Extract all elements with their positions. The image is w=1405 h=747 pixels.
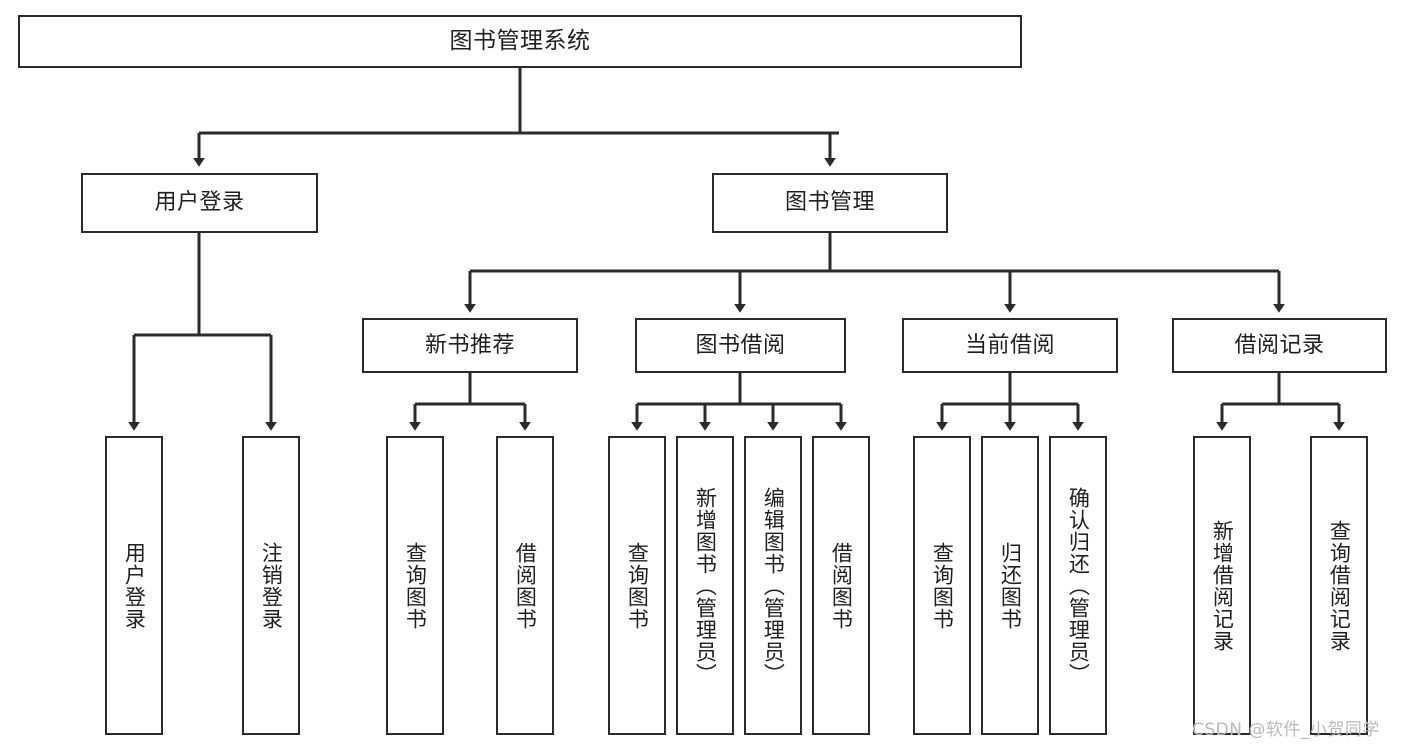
node-book-borrow[interactable]: 图书借阅 <box>635 318 846 373</box>
node-leaf-borrow-book-b[interactable]: 借阅图书 <box>812 436 870 735</box>
node-leaf-return-book[interactable]: 归还图书 <box>981 436 1039 735</box>
node-label: 注销登录 <box>259 541 284 630</box>
node-leaf-user-login[interactable]: 用户登录 <box>105 436 163 735</box>
node-leaf-borrow-book-a[interactable]: 借阅图书 <box>496 436 554 735</box>
node-leaf-add-record[interactable]: 新增借阅记录 <box>1193 436 1251 735</box>
node-leaf-edit-book[interactable]: 编辑图书（管理员） <box>744 436 802 735</box>
node-label: 查询图书 <box>930 541 955 630</box>
node-user-login[interactable]: 用户登录 <box>81 173 318 233</box>
node-leaf-query-book-c[interactable]: 查询图书 <box>913 436 971 735</box>
node-leaf-add-book[interactable]: 新增图书（管理员） <box>676 436 734 735</box>
node-label: 当前借阅 <box>964 332 1055 358</box>
node-label: 新书推荐 <box>424 332 515 358</box>
node-label: 借阅图书 <box>829 541 854 630</box>
node-label: 归还图书 <box>998 541 1023 630</box>
node-book-manage[interactable]: 图书管理 <box>712 173 948 233</box>
node-current-borrow[interactable]: 当前借阅 <box>902 318 1118 373</box>
node-label: 编辑图书（管理员） <box>761 486 786 685</box>
node-label: 确认归还（管理员） <box>1066 486 1091 685</box>
node-label: 查询图书 <box>403 541 428 630</box>
node-label: 图书借阅 <box>695 332 786 358</box>
node-label: 借阅图书 <box>513 541 538 630</box>
node-label: 查询借阅记录 <box>1327 519 1352 652</box>
node-label: 图书管理系统 <box>449 28 591 55</box>
node-label: 用户登录 <box>154 190 245 216</box>
node-new-book-recommend[interactable]: 新书推荐 <box>362 318 578 373</box>
node-label: 借阅记录 <box>1234 332 1325 358</box>
csdn-watermark: CSDN @软件_小贺同学 <box>1192 720 1380 740</box>
node-leaf-query-record[interactable]: 查询借阅记录 <box>1310 436 1368 735</box>
node-borrow-record[interactable]: 借阅记录 <box>1172 318 1387 373</box>
node-leaf-confirm-return[interactable]: 确认归还（管理员） <box>1049 436 1107 735</box>
node-leaf-logout[interactable]: 注销登录 <box>242 436 300 735</box>
node-label: 查询图书 <box>625 541 650 630</box>
node-label: 新增图书（管理员） <box>693 486 718 685</box>
node-label: 新增借阅记录 <box>1210 519 1235 652</box>
node-leaf-query-book-b[interactable]: 查询图书 <box>608 436 666 735</box>
node-root-system[interactable]: 图书管理系统 <box>18 15 1022 68</box>
node-label: 图书管理 <box>784 190 875 216</box>
node-label: 用户登录 <box>122 541 147 630</box>
node-leaf-query-book-a[interactable]: 查询图书 <box>386 436 444 735</box>
